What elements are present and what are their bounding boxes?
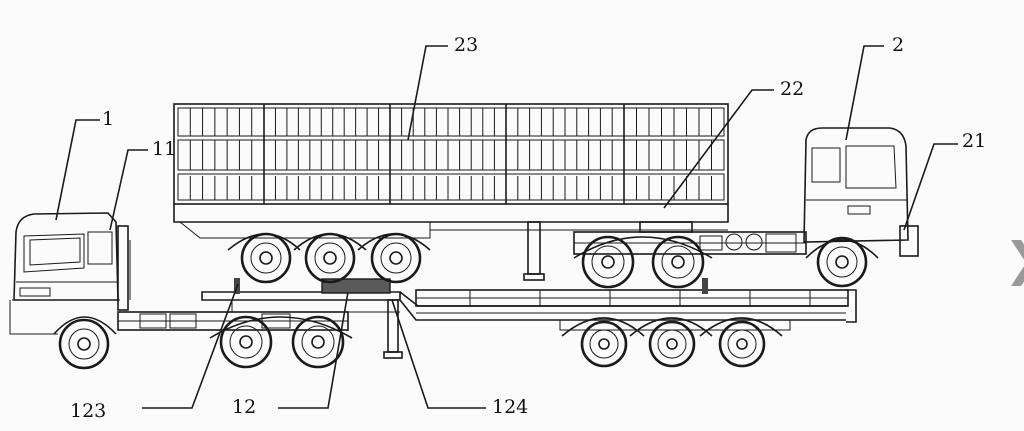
label-123: 123	[70, 400, 107, 422]
label-23: 23	[454, 34, 479, 56]
lowbed-trailer-wheels	[580, 320, 766, 368]
front-tractor	[9, 212, 353, 339]
cargo-trailer-wheels	[240, 232, 422, 284]
label-22: 22	[780, 78, 805, 100]
leader-lines	[55, 45, 958, 409]
label-1: 1	[102, 108, 115, 130]
rear-tractor-wheels	[581, 235, 868, 289]
cargo-trailer	[173, 103, 729, 281]
label-21: 21	[962, 130, 987, 152]
label-124: 124	[492, 396, 529, 418]
label-12: 12	[232, 396, 257, 418]
front-tractor-wheels	[58, 315, 345, 370]
chevron-right-icon[interactable]: ❯	[1004, 236, 1024, 282]
label-11: 11	[152, 138, 177, 160]
rear-tractor	[573, 127, 919, 259]
label-2: 2	[892, 34, 905, 56]
